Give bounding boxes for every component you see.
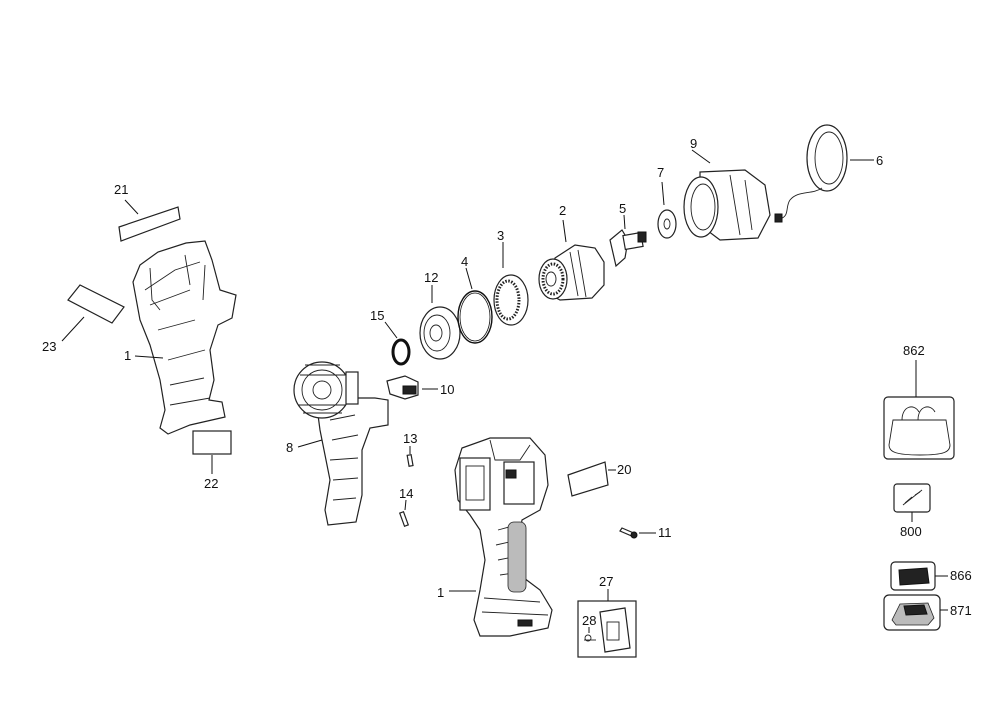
part-8-motor-assembly: 8 [286, 361, 389, 526]
callout-3: 3 [497, 228, 504, 243]
callout-12: 12 [424, 270, 438, 285]
callout-862: 862 [903, 343, 925, 358]
part-3-ring-gear: 3 [493, 228, 529, 326]
callout-1a: 1 [124, 348, 131, 363]
callout-22: 22 [204, 476, 218, 491]
part-1-housing-left: 1 [124, 240, 237, 435]
part-1-housing-assembled: 1 [437, 437, 553, 637]
callout-11: 11 [658, 525, 672, 540]
callout-20: 20 [617, 462, 631, 477]
callout-866: 866 [950, 568, 972, 583]
part-23-label: 23 [42, 284, 125, 354]
part-15-oring: 15 [370, 308, 411, 366]
callout-871: 871 [950, 603, 972, 618]
part-800-bit: 800 [893, 483, 931, 539]
part-13-pin: 13 [403, 431, 417, 467]
callout-4: 4 [461, 254, 468, 269]
callout-15: 15 [370, 308, 384, 323]
callout-800: 800 [900, 524, 922, 539]
callout-8: 8 [286, 440, 293, 455]
callout-5: 5 [619, 201, 626, 216]
callout-1b: 1 [437, 585, 444, 600]
part-7-washer: 7 [657, 165, 677, 239]
callout-27: 27 [599, 574, 613, 589]
part-21-label: 21 [114, 182, 181, 242]
part-4-ring: 4 [457, 254, 493, 344]
callout-23: 23 [42, 339, 56, 354]
callout-10: 10 [440, 382, 454, 397]
callout-9: 9 [690, 136, 697, 151]
part-6-led-ring: 6 [774, 124, 883, 223]
callout-6: 6 [876, 153, 883, 168]
callout-21: 21 [114, 182, 128, 197]
callout-14: 14 [399, 486, 413, 501]
part-10-switch: 10 [386, 375, 454, 400]
part-27-kit: 27 28 [577, 574, 637, 658]
part-11-screw: 11 [619, 525, 672, 540]
part-14-pin: 14 [398, 486, 413, 528]
part-2-gear-housing: 2 [538, 203, 605, 301]
part-9-nose-cover: 9 [683, 136, 771, 241]
callout-13: 13 [403, 431, 417, 446]
part-12-gear-plate: 12 [419, 270, 461, 360]
part-5-anvil: 5 [609, 201, 647, 268]
part-871-charger: 871 [883, 594, 972, 631]
callout-7: 7 [657, 165, 664, 180]
callout-2: 2 [559, 203, 566, 218]
part-866-battery: 866 [890, 561, 972, 591]
part-22-label: 22 [192, 430, 232, 491]
part-862-bag: 862 [883, 343, 955, 460]
part-20-label: 20 [567, 461, 631, 497]
callout-28: 28 [582, 613, 596, 628]
